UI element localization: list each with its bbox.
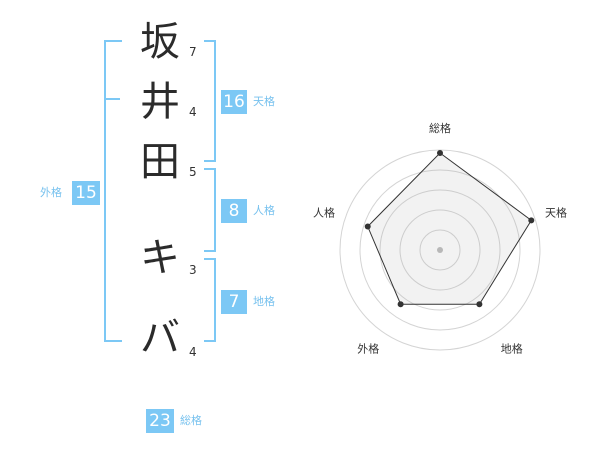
gaikaku-label: 外格 [40, 186, 62, 199]
radar-data-point [528, 217, 535, 224]
name-char-4: キ [140, 235, 180, 281]
radar-ring [419, 229, 461, 271]
tenkaku-value: 16 [221, 90, 247, 114]
jinkaku-bracket [204, 168, 216, 252]
stroke-count-1: 7 [189, 45, 197, 59]
stroke-count-3: 5 [189, 165, 197, 179]
name-char-1: 坂 [140, 19, 180, 65]
radar-axis-label: 総格 [429, 121, 451, 135]
radar-axis-label: 地格 [501, 342, 523, 356]
name-char-2: 井 [140, 79, 180, 125]
stroke-count-2: 4 [189, 105, 197, 119]
radar-ring [399, 209, 481, 291]
chikaku-value: 7 [221, 290, 247, 314]
soukaku-label: 総格 [180, 414, 202, 427]
stroke-count-4: 3 [189, 263, 197, 277]
radar-axis-label: 天格 [545, 205, 567, 219]
chikaku-bracket [204, 258, 216, 342]
jinkaku-label: 人格 [253, 204, 275, 217]
radar-center-dot [437, 247, 443, 253]
chikaku-label: 地格 [253, 295, 275, 308]
soukaku-value: 23 [146, 409, 174, 433]
radar-data-polygon [367, 152, 532, 305]
name-char-3: 田 [140, 139, 180, 185]
stroke-count-5: 4 [189, 345, 197, 359]
tenkaku-label: 天格 [253, 95, 275, 108]
radar-data-point [476, 301, 483, 308]
radar-ring [359, 169, 521, 331]
radar-data-point [364, 223, 371, 230]
gaikaku-bracket [104, 40, 122, 342]
name-char-5: バ [140, 315, 180, 361]
radar-axis-label: 人格 [313, 205, 335, 219]
gaikaku-bracket-tick [104, 98, 120, 100]
radar-axis-label: 外格 [357, 342, 379, 356]
jinkaku-value: 8 [221, 199, 247, 223]
gaikaku-value: 15 [72, 181, 100, 205]
radar-data-point [437, 150, 443, 156]
radar-ring [379, 189, 501, 311]
radar-data-point [397, 301, 404, 308]
tenkaku-bracket [204, 40, 216, 162]
